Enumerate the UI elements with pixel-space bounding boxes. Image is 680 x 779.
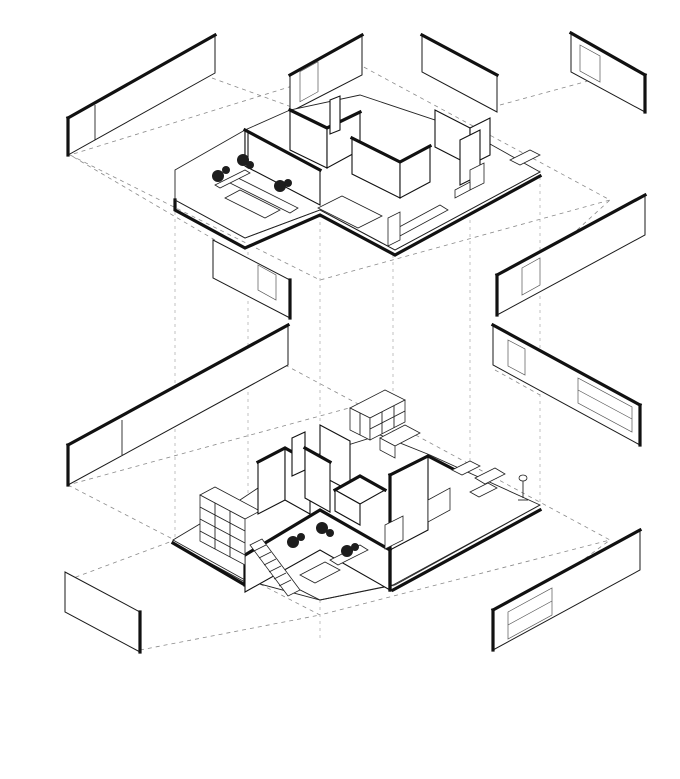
upper-plant-cluster: [212, 154, 292, 192]
lower-stair: [249, 538, 301, 597]
upper-wall-panel-far-left: [65, 32, 218, 157]
upper-wall-panel-back-right: [419, 32, 500, 113]
lower-floor-plan: [170, 389, 543, 601]
upper-wall-panel-front-right: [494, 192, 648, 317]
lower-plant-cluster: [287, 522, 359, 557]
lower-wall-panel-front-right: [490, 527, 643, 652]
lower-wall-panel-far-right: [490, 322, 643, 447]
lower-living-furniture: [451, 460, 528, 501]
upper-floor-plan: [173, 94, 543, 257]
lower-wall-panel-far-left: [65, 322, 291, 487]
upper-wall-panel-far-right: [568, 30, 648, 114]
lower-storage-cubes: [349, 389, 406, 441]
lower-wall-panel-front-left: [64, 571, 142, 654]
upper-wall-panel-front-left: [212, 239, 292, 320]
upper-wall-panel-back-left: [287, 32, 365, 113]
